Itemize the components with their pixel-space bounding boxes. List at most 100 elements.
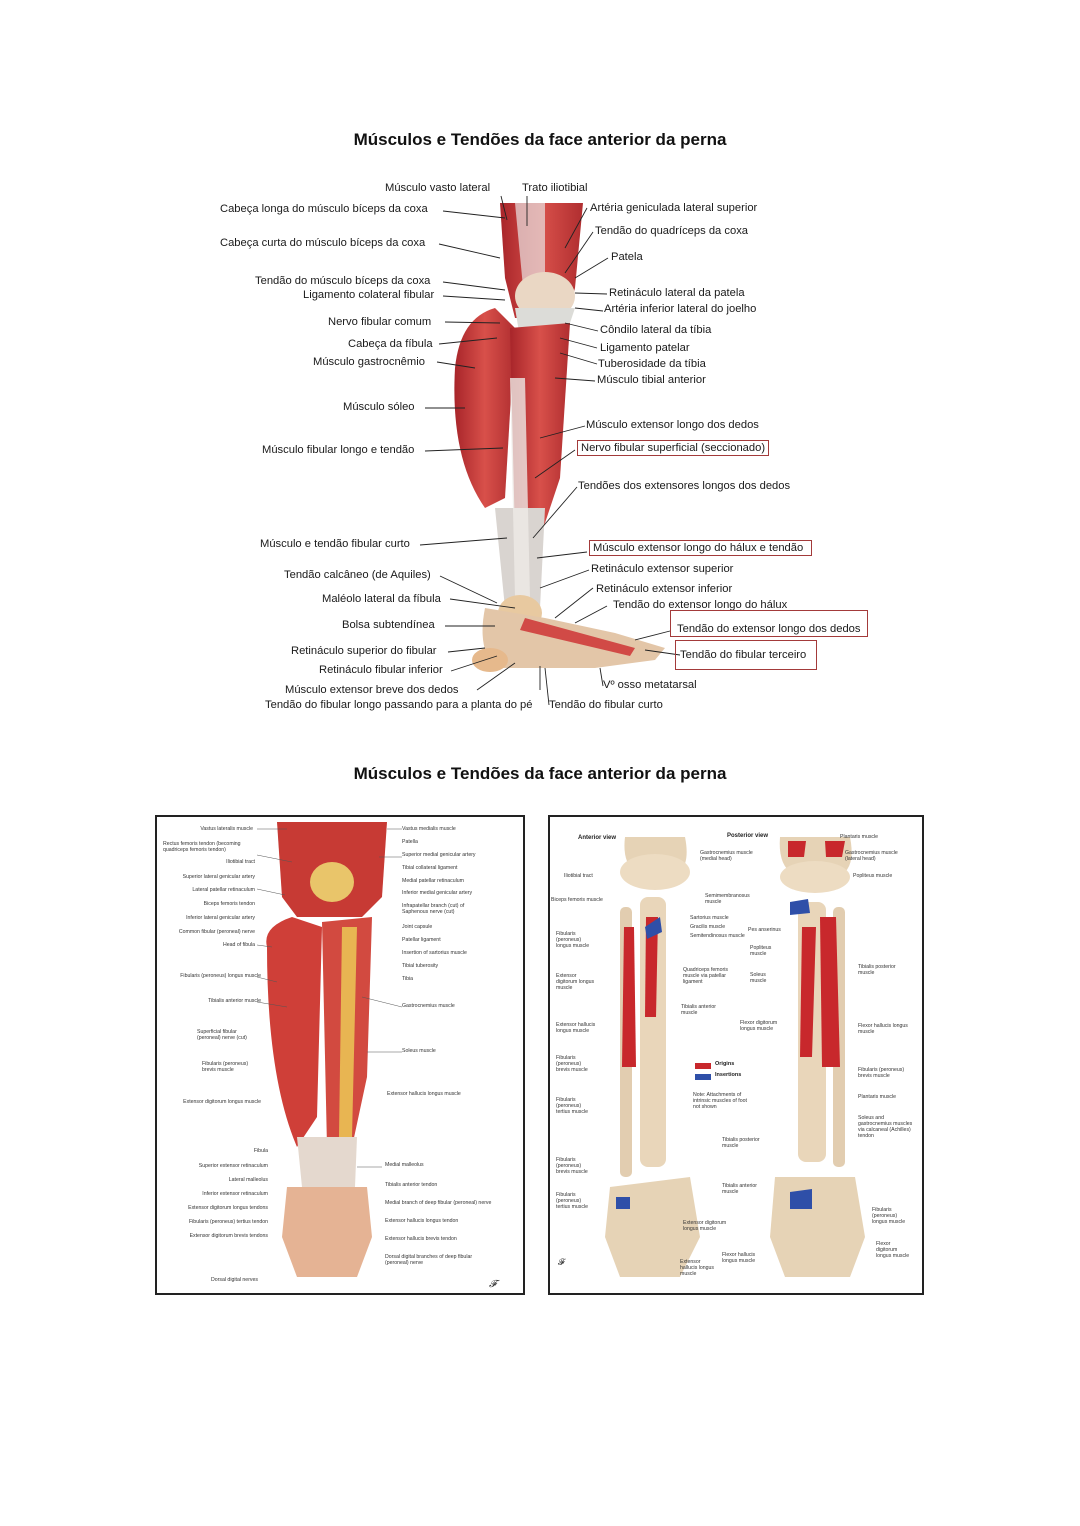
label-tendao-fibular-longo: Tendão do fibular longo passando para a … bbox=[265, 699, 533, 711]
label-patela: Patela bbox=[611, 251, 643, 263]
lbl3-fib-tertius-2: Fibularis (peroneus) tertius muscle bbox=[556, 1192, 588, 1210]
label-trato-iliotibial: Trato iliotibial bbox=[522, 182, 588, 194]
lbl3-biceps-femoris: Biceps femoris muscle bbox=[551, 897, 603, 903]
lbl3-edl: Extensor digitorum longus muscle bbox=[556, 973, 595, 991]
lbl3-tib-post-r: Tibialis posterior muscle bbox=[858, 964, 896, 976]
legend-insertions: Insertions bbox=[715, 1072, 742, 1078]
legend-origins-swatch bbox=[695, 1063, 711, 1069]
anatomy-figure-portuguese: Músculo vasto lateral Cabeça longa do mú… bbox=[215, 178, 885, 718]
lbl2-head-fibula: Head of fibula bbox=[222, 942, 255, 948]
lbl3-pes-anserinus: Pes anserinus bbox=[748, 927, 781, 933]
lbl2-tib-ant-tendon: Tibialis anterior tendon bbox=[385, 1182, 438, 1188]
lbl2-patellar-ligament: Patellar ligament bbox=[402, 937, 441, 943]
label-musculo-tibial-anterior: Músculo tibial anterior bbox=[597, 374, 706, 386]
label-retinaculo-superior-fibular: Retináculo superior do fibular bbox=[291, 645, 437, 657]
label-cabeca-longa-biceps: Cabeça longa do músculo bíceps da coxa bbox=[220, 203, 428, 215]
label-condilo-lateral-tibia: Côndilo lateral da tíbia bbox=[600, 324, 712, 336]
label-nervo-fibular-superficial: Nervo fibular superficial (seccionado) bbox=[577, 440, 770, 456]
lbl3-popliteus-post: Popliteus muscle bbox=[750, 945, 772, 957]
lbl3-fhl-r: Flexor hallucis longus muscle bbox=[858, 1023, 908, 1035]
label-arteria-inferior-lateral: Artéria inferior lateral do joelho bbox=[604, 303, 757, 315]
lbl2-tibial-tuberosity: Tibial tuberosity bbox=[402, 963, 439, 969]
lbl2-tibialis-anterior: Tibialis anterior muscle bbox=[208, 998, 261, 1004]
lbl2-vastus-lateralis: Vastus lateralis muscle bbox=[200, 826, 253, 832]
lbl3-fhl-post: Flexor hallucis longus muscle bbox=[722, 1252, 756, 1264]
lbl2-fibularis-longus: Fibularis (peroneus) longus muscle bbox=[180, 973, 261, 979]
legend-origins: Origins bbox=[715, 1061, 735, 1067]
lbl2-inf-ext-ret: Inferior extensor retinaculum bbox=[202, 1191, 268, 1197]
lbl2-med-malleolus: Medial malleolus bbox=[385, 1162, 424, 1168]
label-tendao-biceps: Tendão do músculo bíceps da coxa bbox=[255, 275, 431, 287]
lbl2-superficial-fibular-nerve: Superficial fibular (peroneal) nerve (cu… bbox=[197, 1029, 247, 1041]
label-extensor-longo-halux: Músculo extensor longo do hálux e tendão bbox=[589, 540, 813, 556]
lbl2-dorsal-digital-nerves: Dorsal digital nerves bbox=[211, 1277, 258, 1283]
lbl3-popliteus-r: Popliteus muscle bbox=[853, 873, 893, 879]
label-cabeca-fibula: Cabeça da fíbula bbox=[348, 338, 433, 350]
label-tendao-extensor-longo-halux: Tendão do extensor longo do hálux bbox=[613, 599, 788, 611]
page-title-bottom: Músculos e Tendões da face anterior da p… bbox=[353, 764, 727, 783]
lbl3-fib-longus-r: Fibularis (peroneus) longus muscle bbox=[872, 1207, 906, 1225]
lbl2-sup-med-genicular: Superior medial genicular artery bbox=[402, 852, 476, 858]
anatomy-figure-bone-attachments: 𝓕 Anterior view Posterior view Origins I… bbox=[548, 815, 924, 1295]
label-tuberosidade-tibia: Tuberosidade da tíbia bbox=[598, 358, 706, 370]
lbl3-fib-longus: Fibularis (peroneus) longus muscle bbox=[556, 931, 590, 949]
lbl2-gastrocnemius: Gastrocnemius muscle bbox=[402, 1003, 455, 1009]
lbl3-gracilis: Gracilis muscle bbox=[690, 924, 726, 930]
label-retinaculo-lateral-patela: Retináculo lateral da patela bbox=[609, 287, 745, 299]
lbl2-lat-patellar-ret: Lateral patellar retinaculum bbox=[192, 887, 255, 893]
lbl2-vastus-medialis: Vastus medialis muscle bbox=[402, 826, 456, 832]
label-ligamento-colateral-fibular: Ligamento colateral fibular bbox=[303, 289, 435, 301]
lbl2-tibial-collateral: Tibial collateral ligament bbox=[402, 865, 458, 871]
lbl2-insertion-sartorius: Insertion of sartorius muscle bbox=[402, 950, 467, 956]
view-anterior-label: Anterior view bbox=[578, 835, 617, 841]
lbl2-med-patellar-ret: Medial patellar retinaculum bbox=[402, 878, 464, 884]
label-tendao-quadriceps: Tendão do quadríceps da coxa bbox=[595, 225, 749, 237]
lbl2-soleus: Soleus muscle bbox=[402, 1048, 436, 1054]
label-arteria-geniculada: Artéria geniculada lateral superior bbox=[590, 202, 758, 214]
lbl3-ehl-ant: Extensor hallucis longus muscle bbox=[680, 1259, 715, 1277]
lbl2-inf-med-genicular: Inferior medial genicular artery bbox=[402, 890, 473, 896]
lbl3-edl-ant: Extensor digitorum longus muscle bbox=[683, 1220, 727, 1232]
lbl2-fibularis-tertius: Fibularis (peroneus) tertius tendon bbox=[188, 1219, 268, 1225]
lbl3-tib-ant-post: Tibialis anterior muscle bbox=[722, 1183, 757, 1195]
lbl3-gastroc-lateral: Gastrocnemius muscle (lateral head) bbox=[845, 850, 898, 862]
legend-insertions-swatch bbox=[695, 1074, 711, 1080]
lbl3-fdl-r: Flexor digitorum longus muscle bbox=[876, 1241, 910, 1259]
page-title-top: Músculos e Tendões da face anterior da p… bbox=[353, 130, 727, 149]
lbl3-gastroc-medial: Gastrocnemius muscle (medial head) bbox=[700, 850, 753, 862]
label-bolsa-subtendinea: Bolsa subtendínea bbox=[342, 619, 435, 631]
lbl3-tibialis-anterior: Tibialis anterior muscle bbox=[681, 1004, 716, 1016]
label-tendao-calcaneo: Tendão calcâneo (de Aquiles) bbox=[284, 569, 431, 581]
label-tendao-fibular-terceiro: Tendão do fibular terceiro bbox=[675, 640, 818, 670]
lbl3-fib-brevis-r: Fibularis (peroneus) brevis muscle bbox=[858, 1067, 905, 1079]
bones-illustration: 𝓕 bbox=[558, 837, 865, 1277]
svg-text:𝓕: 𝓕 bbox=[489, 1279, 500, 1290]
lbl3-tib-post: Tibialis posterior muscle bbox=[722, 1137, 760, 1149]
lbl3-sartorius: Sartorius muscle bbox=[690, 915, 729, 921]
lbl2-joint-capsule: Joint capsule bbox=[402, 924, 433, 930]
label-tendao-extensor-longo-dedos: Tendão do extensor longo dos dedos bbox=[670, 610, 868, 637]
lbl3-plantaris-r: Plantaris muscle bbox=[858, 1094, 897, 1100]
attachment-note: Note: Attachments of intrinsic muscles o… bbox=[693, 1092, 747, 1110]
label-retinaculo-fibular-inferior: Retináculo fibular inferior bbox=[319, 664, 443, 676]
label-v-osso-metatarsal: Vº osso metatarsal bbox=[603, 679, 697, 691]
lbl2-ehb-tendon: Extensor hallucis brevis tendon bbox=[385, 1236, 457, 1242]
lbl3-quadriceps: Quadriceps femoris muscle via patellar l… bbox=[683, 967, 728, 985]
lbl2-sup-ext-ret: Superior extensor retinaculum bbox=[198, 1163, 268, 1169]
lbl2-common-fibular-nerve: Common fibular (peroneal) nerve bbox=[178, 929, 255, 935]
lbl2-ext-digitorum-longus: Extensor digitorum longus muscle bbox=[183, 1099, 261, 1105]
lbl2-rectus-femoris: Rectus femoris tendon (becoming quadrice… bbox=[163, 841, 241, 853]
lbl2-tibia: Tibia bbox=[402, 976, 414, 982]
lbl2-dorsal-digital-branches: Dorsal digital branches of deep fibular … bbox=[385, 1254, 473, 1266]
lbl3-soleus-gastroc-achilles: Soleus and gastrocnemius muscles via cal… bbox=[858, 1115, 913, 1139]
lbl2-ehl-tendon: Extensor hallucis longus tendon bbox=[385, 1218, 459, 1224]
label-tendoes-extensores: Tendões dos extensores longos dos dedos bbox=[578, 480, 791, 492]
lbl2-edl-tendons: Extensor digitorum longus tendons bbox=[188, 1205, 268, 1211]
lbl2-edb-tendons: Extensor digitorum brevis tendons bbox=[189, 1233, 268, 1239]
label-tendao-fibular-curto: Tendão do fibular curto bbox=[549, 699, 663, 711]
lbl3-soleus-post: Soleus muscle bbox=[750, 972, 767, 984]
lbl3-fib-brevis-2: Fibularis (peroneus) brevis muscle bbox=[556, 1157, 588, 1175]
lbl2-iliotibial: Iliotibial tract bbox=[226, 859, 255, 865]
label-retinaculo-extensor-inferior: Retináculo extensor inferior bbox=[596, 583, 733, 595]
label-nervo-fibular-comum: Nervo fibular comum bbox=[328, 316, 432, 328]
